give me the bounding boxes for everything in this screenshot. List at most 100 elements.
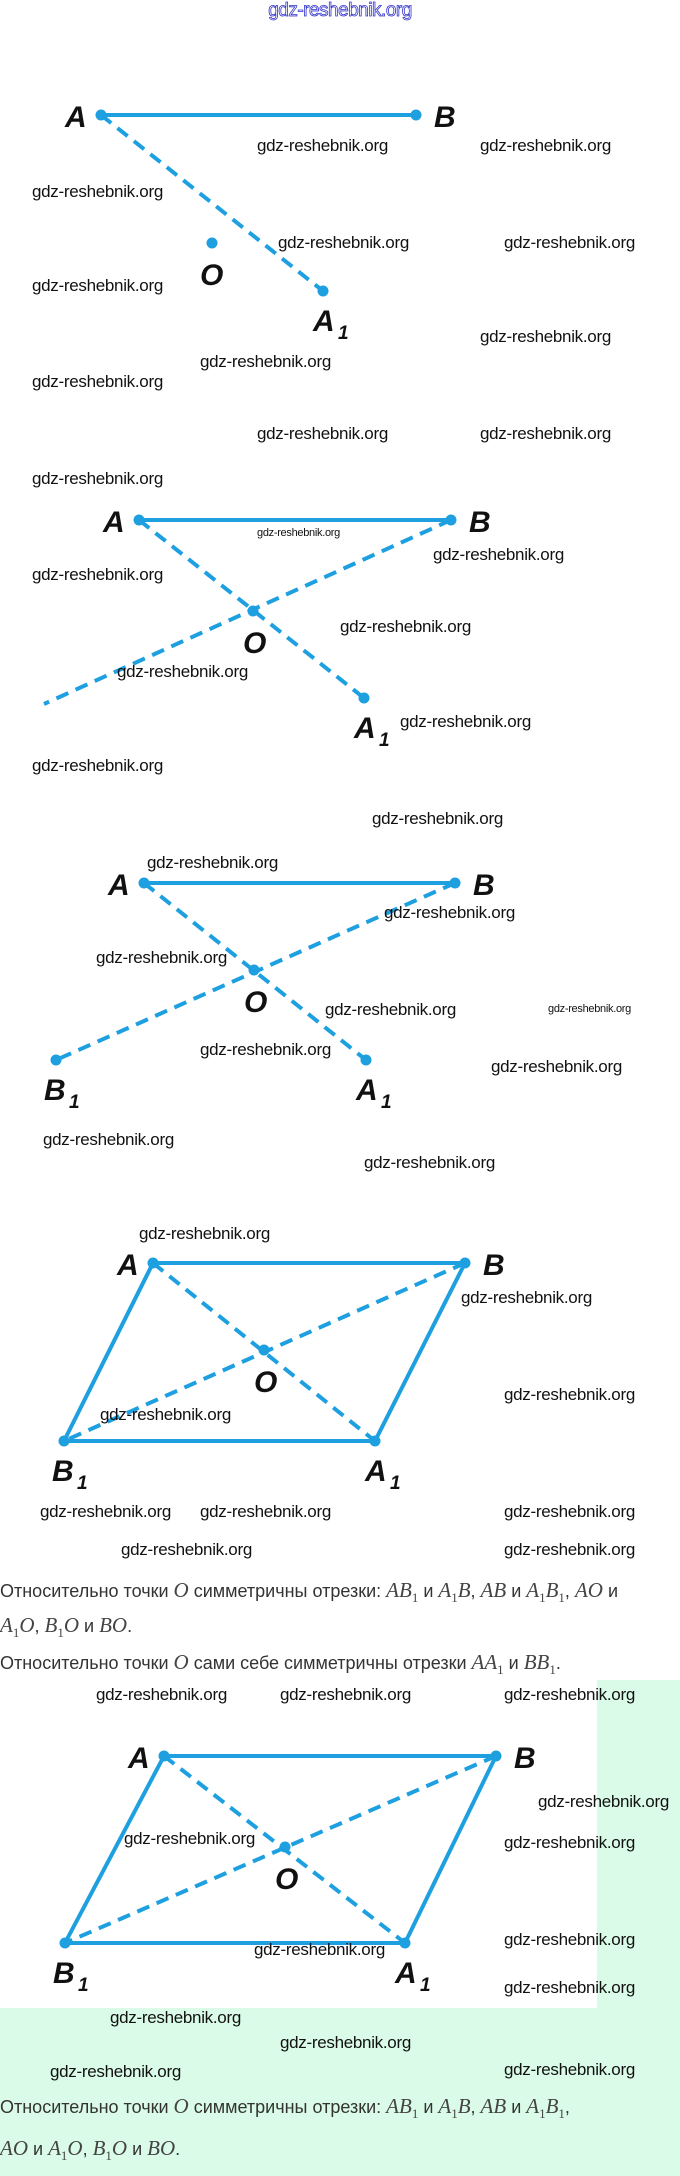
- math-subscript: 1: [57, 1625, 64, 1641]
- watermark: gdz-reshebnik.org: [400, 712, 531, 731]
- math-expression: O: [174, 1578, 189, 1602]
- watermark: gdz-reshebnik.org: [504, 1502, 635, 1521]
- watermark: gdz-reshebnik.org: [254, 1940, 385, 1959]
- point: [279, 1841, 291, 1853]
- math-variable: BO: [99, 1613, 128, 1637]
- math-variable: AO: [574, 1578, 603, 1602]
- watermark: gdz-reshebnik.org: [364, 1153, 495, 1172]
- point: [258, 1344, 270, 1356]
- text-segment: сами себе симметричны отрезки: [188, 1653, 472, 1673]
- math-subscript: 1: [558, 1590, 565, 1606]
- point: [459, 1257, 471, 1269]
- watermark: gdz-reshebnik.org: [504, 1978, 635, 1997]
- math-variable: AA: [471, 1650, 498, 1674]
- text-segment: и: [28, 2139, 49, 2159]
- point-label-B: B: [434, 101, 456, 134]
- math-expression: A1B1: [526, 1578, 565, 1606]
- text-segment: ,: [564, 1581, 575, 1601]
- watermark: gdz-reshebnik.org: [50, 2062, 181, 2081]
- math-variable: O: [173, 1578, 189, 1602]
- watermark: gdz-reshebnik.org: [433, 545, 564, 564]
- math-subscript: 1: [558, 2106, 565, 2122]
- watermark: gdz-reshebnik.org: [461, 1288, 592, 1307]
- math-variable: O: [67, 2136, 83, 2160]
- point-label-B1: B: [44, 1074, 66, 1107]
- math-subscript: 1: [451, 2106, 458, 2122]
- math-variable: O: [111, 2136, 128, 2160]
- point-label-A: A: [107, 869, 130, 902]
- text-segment: ,: [34, 1616, 45, 1636]
- text-segment: и: [602, 1581, 618, 1601]
- text-segment: и: [418, 2097, 439, 2117]
- watermark: gdz-reshebnik.org: [480, 424, 611, 443]
- dashed-segment: [99, 113, 325, 293]
- math-variable: A: [438, 2094, 452, 2118]
- point: [360, 1054, 372, 1066]
- point-label-subscript: 1: [379, 730, 390, 751]
- watermark: gdz-reshebnik.org: [372, 809, 503, 828]
- math-variable: B: [545, 1578, 559, 1602]
- math-variable: O: [63, 1613, 80, 1637]
- math-variable: AB: [386, 2094, 412, 2118]
- math-variable: BB: [523, 1650, 550, 1674]
- point: [50, 1054, 62, 1066]
- math-variable: A: [526, 1578, 540, 1602]
- point: [449, 877, 461, 889]
- text-segment: и: [506, 2097, 527, 2117]
- point-label-A1: A: [364, 1455, 387, 1488]
- watermark: gdz-reshebnik.org: [139, 1224, 270, 1243]
- watermark: gdz-reshebnik.org: [538, 1792, 669, 1811]
- watermark: gdz-reshebnik.org: [280, 1685, 411, 1704]
- text-segment: ,: [470, 1581, 481, 1601]
- math-variable: O: [19, 1613, 35, 1637]
- math-variable: A: [438, 1578, 452, 1602]
- point-label-O: O: [243, 627, 266, 660]
- watermark: gdz-reshebnik.org: [32, 565, 163, 584]
- watermark: gdz-reshebnik.org: [548, 1003, 631, 1015]
- math-variable: AO: [0, 2136, 28, 2160]
- watermark: gdz-reshebnik.org: [257, 136, 388, 155]
- answer-text-line: Относительно точки O сами себе симметрич…: [0, 1650, 561, 1678]
- point: [358, 692, 370, 704]
- answer-text-line: A1O, B1O и BO.: [0, 1613, 132, 1641]
- math-subscript: 1: [411, 2106, 419, 2122]
- watermark: gdz-reshebnik.org: [32, 182, 163, 201]
- math-expression: A1B: [438, 2094, 471, 2122]
- math-expression: BO: [99, 1613, 127, 1637]
- watermark: gdz-reshebnik.org: [200, 1040, 331, 1059]
- highlight-region: [0, 2008, 680, 2176]
- math-variable: B: [457, 1578, 471, 1602]
- math-expression: O: [174, 1650, 189, 1674]
- point: [317, 285, 329, 297]
- math-expression: AO: [575, 1578, 603, 1602]
- point: [133, 514, 145, 526]
- answer-text-line: AO и A1O, B1O и BO.: [0, 2136, 180, 2164]
- point: [158, 1750, 170, 1762]
- watermark: gdz-reshebnik.org: [32, 372, 163, 391]
- solid-segment: [403, 1755, 498, 1944]
- text-segment: симметричны отрезки:: [188, 2097, 387, 2117]
- solid-segment: [373, 1262, 467, 1442]
- watermark: gdz-reshebnik.org: [257, 424, 388, 443]
- point-label-A1: A: [394, 1957, 417, 1990]
- text-segment: .: [555, 1653, 561, 1673]
- watermark: gdz-reshebnik.org: [100, 1405, 231, 1424]
- site-title[interactable]: gdz-reshebnik.org: [268, 0, 413, 21]
- watermark: gdz-reshebnik.org: [32, 469, 163, 488]
- watermark: gdz-reshebnik.org: [504, 233, 635, 252]
- watermark: gdz-reshebnik.org: [278, 233, 409, 252]
- math-variable: O: [173, 1650, 189, 1674]
- math-variable: A: [526, 2094, 540, 2118]
- point-label-B: B: [473, 869, 495, 902]
- math-subscript: 1: [105, 2148, 112, 2164]
- math-variable: B: [457, 2094, 471, 2118]
- watermark: gdz-reshebnik.org: [384, 903, 515, 922]
- point-label-B1: B: [53, 1957, 75, 1990]
- watermark: gdz-reshebnik.org: [504, 1833, 635, 1852]
- text-segment: ,: [470, 2097, 481, 2117]
- point: [206, 237, 218, 249]
- point: [410, 109, 422, 121]
- math-expression: O: [174, 2094, 189, 2118]
